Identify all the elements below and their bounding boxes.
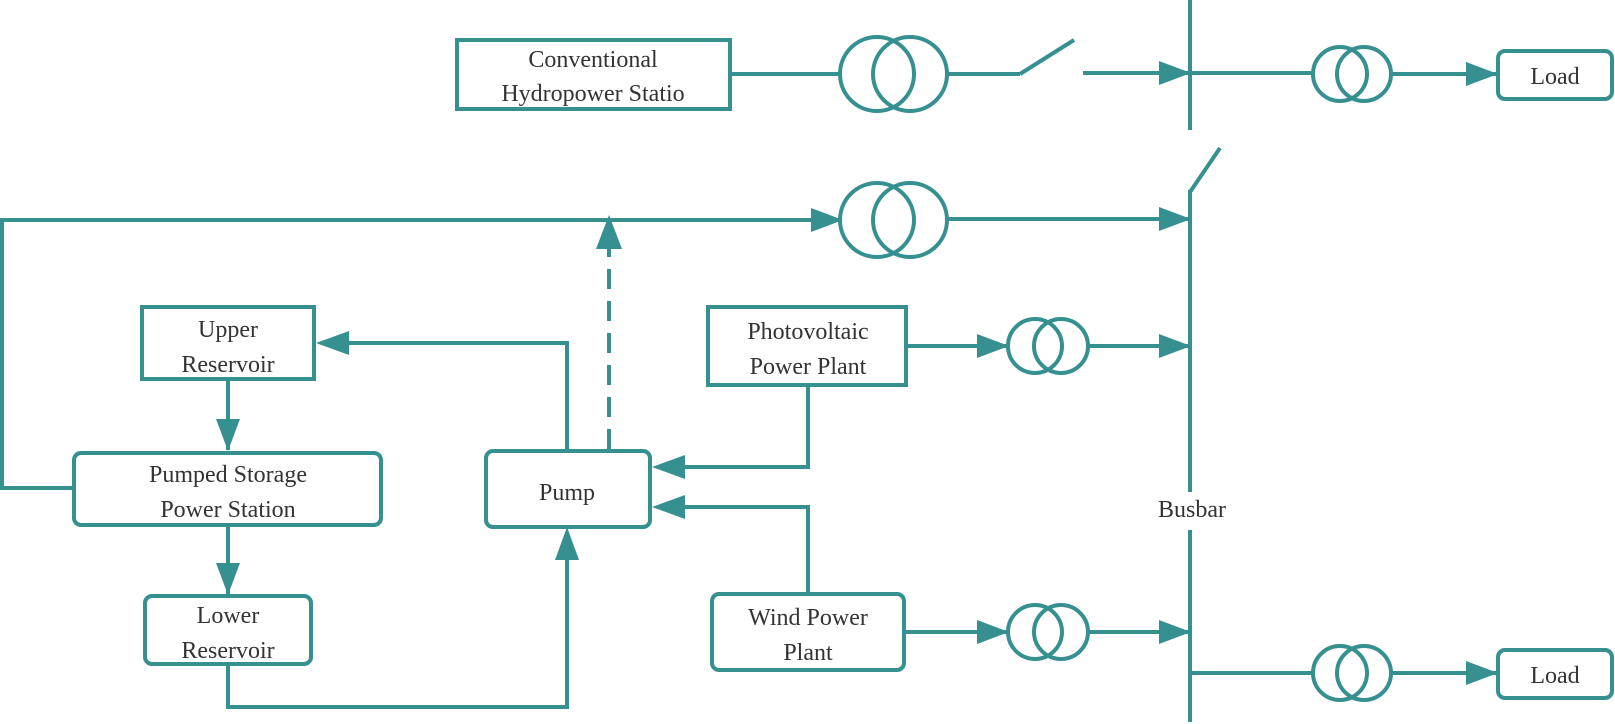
load-bottom-box <box>1496 648 1614 700</box>
load-top-box <box>1496 49 1614 101</box>
upper-reservoir: Upper Reservoir <box>140 305 316 381</box>
lower-reservoir: Lower Reservoir <box>143 594 313 666</box>
photovoltaic-power-plant: Photovoltaic Power Plant <box>706 305 908 387</box>
pumped-storage-output-line <box>0 218 810 490</box>
transformer-icon <box>1006 603 1090 661</box>
pumped-storage-label-line2: Power Station <box>160 497 295 523</box>
conventional-hydropower-station: Conventional Hydropower Statio <box>455 38 732 111</box>
lower-reservoir-label-line1: Lower <box>197 603 260 629</box>
photovoltaic-label-line2: Power Plant <box>750 354 867 380</box>
lower-to-pump-line <box>226 560 569 709</box>
busbar-label: Busbar <box>1158 497 1226 523</box>
pump-to-upper-line <box>345 341 569 451</box>
photovoltaic-to-pump-arrowhead <box>652 455 685 479</box>
conventional-hydropower-box <box>455 38 732 111</box>
photovoltaic-box <box>706 305 908 387</box>
conventional-hydropower-label-line1: Conventional <box>528 47 658 73</box>
busbar: Busbar <box>1158 0 1226 722</box>
transformer-icon <box>838 181 949 259</box>
pump-to-upper-arrowhead <box>316 331 349 355</box>
pump-dashed-arrowhead <box>596 215 622 249</box>
load-bottom-label: Load <box>1530 663 1579 689</box>
conventional-hydropower-label-line2: Hydropower Statio <box>501 81 684 107</box>
wind-power-plant: Wind Power Plant <box>710 592 906 672</box>
transformer-icon <box>1006 317 1090 375</box>
wind-label-line1: Wind Power <box>748 605 868 631</box>
upper-reservoir-label-line1: Upper <box>198 317 258 343</box>
lower-reservoir-label-line2: Reservoir <box>181 638 274 664</box>
wind-to-pump-arrowhead <box>652 495 685 519</box>
photovoltaic-label-line1: Photovoltaic <box>747 319 868 345</box>
load-bottom: Load <box>1496 648 1614 700</box>
pump: Pump <box>484 449 652 529</box>
wind-to-pump-line <box>685 505 810 594</box>
transformer-icon <box>1311 45 1393 103</box>
switch-icon <box>1188 146 1222 194</box>
pumped-storage-label-line1: Pumped Storage <box>149 462 307 488</box>
upper-reservoir-box <box>140 305 316 381</box>
transformer-icon <box>1311 644 1393 702</box>
load-top-label: Load <box>1530 64 1579 90</box>
switch-icon <box>1018 38 1076 76</box>
lower-to-pump-arrowhead <box>555 527 579 560</box>
pumped-storage-power-station: Pumped Storage Power Station <box>72 451 383 527</box>
load-top: Load <box>1496 49 1614 101</box>
upper-reservoir-label-line2: Reservoir <box>181 352 274 378</box>
photovoltaic-to-pump-line <box>685 385 810 469</box>
pump-label: Pump <box>539 480 595 506</box>
transformer-icon <box>838 35 949 113</box>
wind-label-line2: Plant <box>783 640 833 666</box>
